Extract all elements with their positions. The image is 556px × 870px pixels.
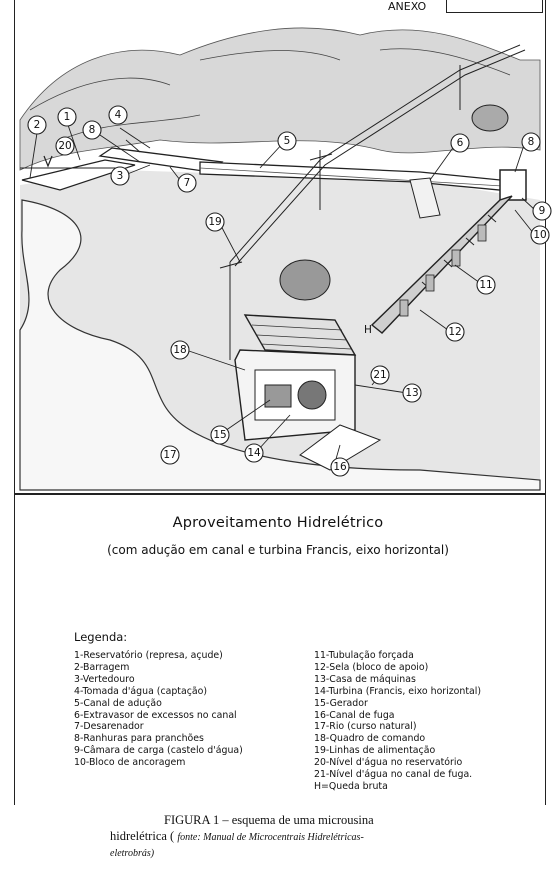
callout-17: 17 [160, 445, 180, 465]
legend-item: 20-Nível d'água no reservatório [314, 757, 463, 769]
callout-1: 1 [57, 107, 77, 127]
svg-text:13: 13 [405, 387, 418, 399]
penstock-pipe [370, 195, 513, 334]
callout-11: 11 [476, 275, 496, 295]
caption-source: fonte: Manual de Microcentrais Hidrelétr… [177, 832, 364, 843]
callout-18: 18 [170, 340, 190, 360]
svg-text:11: 11 [479, 279, 492, 291]
legend-item: 8-Ranhuras para pranchões [74, 733, 204, 745]
svg-text:9: 9 [539, 205, 546, 217]
callout-10: 10 [530, 225, 550, 245]
tailrace [299, 424, 382, 471]
callout-13: 13 [402, 383, 422, 403]
svg-text:6: 6 [457, 137, 464, 149]
annex-label: ANEXO [388, 0, 427, 13]
svg-text:20: 20 [58, 140, 71, 152]
hills-shading [19, 27, 541, 171]
svg-text:7: 7 [184, 177, 191, 189]
svg-text:14: 14 [247, 447, 261, 459]
legend-item: 13-Casa de máquinas [314, 673, 416, 685]
callout-4: 4 [108, 105, 128, 125]
legend-left-column: 1-Reservatório (represa, açude)2-Barrage… [74, 650, 243, 769]
callout-2: 2 [27, 115, 47, 135]
legend-item: 14-Turbina (Francis, eixo horizontal) [314, 685, 482, 697]
saddle-supports [399, 224, 487, 317]
svg-text:15: 15 [213, 429, 226, 441]
figure-caption: FIGURA 1 – esquema de uma microusina hid… [110, 812, 530, 862]
svg-text:8: 8 [528, 136, 535, 148]
callout-7: 7 [177, 173, 197, 193]
page-box [446, 0, 543, 13]
river [19, 199, 541, 491]
legend-item: 5-Canal de adução [74, 697, 162, 709]
caption-line-1: FIGURA 1 – esquema de uma microusina [164, 813, 374, 827]
svg-text:3: 3 [117, 170, 124, 182]
legend-item: 21-Nível d'água no canal de fuga. [314, 769, 473, 781]
legend-item: 3-Vertedouro [74, 673, 135, 685]
svg-text:19: 19 [208, 216, 221, 228]
svg-text:21: 21 [373, 369, 386, 381]
caption-source-2: eletrobrás) [110, 848, 155, 859]
callout-8b: 8 [521, 132, 541, 152]
legend-item: 11-Tubulação forçada [314, 650, 414, 661]
svg-text:4: 4 [115, 109, 122, 121]
overflow-channel [409, 177, 441, 219]
legend-item: 2-Barragem [74, 661, 130, 673]
legend-item: 18-Quadro de comando [314, 733, 426, 745]
hill-lines [29, 48, 511, 141]
diagram-subtitle: (com adução em canal e turbina Francis, … [107, 543, 449, 557]
svg-text:1: 1 [64, 111, 71, 123]
callout-H: H [364, 324, 372, 336]
boulder [279, 259, 331, 301]
svg-text:H: H [364, 324, 372, 336]
legend-item: 19-Linhas de alimentação [314, 745, 436, 757]
power-lines [219, 44, 526, 360]
svg-text:17: 17 [163, 449, 176, 461]
callout-21: 21 [370, 365, 390, 385]
dam-wall [98, 147, 224, 173]
legend-item: 9-Câmara de carga (castelo d'água) [74, 745, 243, 757]
legend-item: 15-Gerador [314, 697, 368, 709]
callout-20: 20 [55, 136, 75, 156]
legend-item: 16-Canal de fuga [314, 709, 395, 721]
svg-text:2: 2 [34, 119, 41, 131]
svg-text:18: 18 [173, 344, 186, 356]
legend-item: 6-Extravasor de excessos no canal [74, 709, 237, 721]
legend-item: 12-Sela (bloco de apoio) [314, 661, 429, 673]
callout-15: 15 [210, 425, 230, 445]
turbine-wheel [297, 380, 327, 410]
forebay-tank [499, 169, 527, 201]
legend-item: 4-Tomada d'água (captação) [74, 685, 208, 697]
svg-text:10: 10 [533, 229, 546, 241]
legend-item: 10-Bloco de ancoragem [74, 757, 186, 769]
svg-text:16: 16 [333, 461, 347, 473]
legend-item: 7-Desarenador [74, 721, 144, 733]
callout-8a: 8 [82, 120, 102, 140]
callout-16: 16 [330, 457, 350, 477]
callout-6: 6 [450, 133, 470, 153]
generator-block [264, 384, 292, 408]
legend-item: H=Queda bruta [314, 780, 388, 792]
callout-12: 12 [445, 322, 465, 342]
legend-item: 1-Reservatório (represa, açude) [74, 650, 223, 661]
callout-markers: 1 2 3 4 5 6 7 8 8 9 10 11 12 13 14 15 16… [27, 105, 552, 477]
svg-text:5: 5 [284, 135, 291, 147]
legend-heading: Legenda: [74, 630, 128, 644]
callout-3: 3 [110, 166, 130, 186]
legend-item: 17-Rio (curso natural) [314, 721, 417, 733]
callout-19: 19 [205, 212, 225, 232]
callout-9: 9 [532, 201, 552, 221]
svg-text:12: 12 [448, 326, 461, 338]
callout-5: 5 [277, 131, 297, 151]
caption-line-2: hidrelétrica ( [110, 829, 175, 843]
hydro-plant-illustration: 1 2 3 4 5 6 7 8 8 9 10 11 12 13 14 15 16… [19, 27, 552, 491]
svg-text:8: 8 [89, 124, 96, 136]
section-divider [14, 493, 546, 495]
document-page [14, 0, 546, 805]
callout-14: 14 [244, 443, 264, 463]
diagram-title: Aproveitamento Hidrelétrico [172, 515, 384, 531]
